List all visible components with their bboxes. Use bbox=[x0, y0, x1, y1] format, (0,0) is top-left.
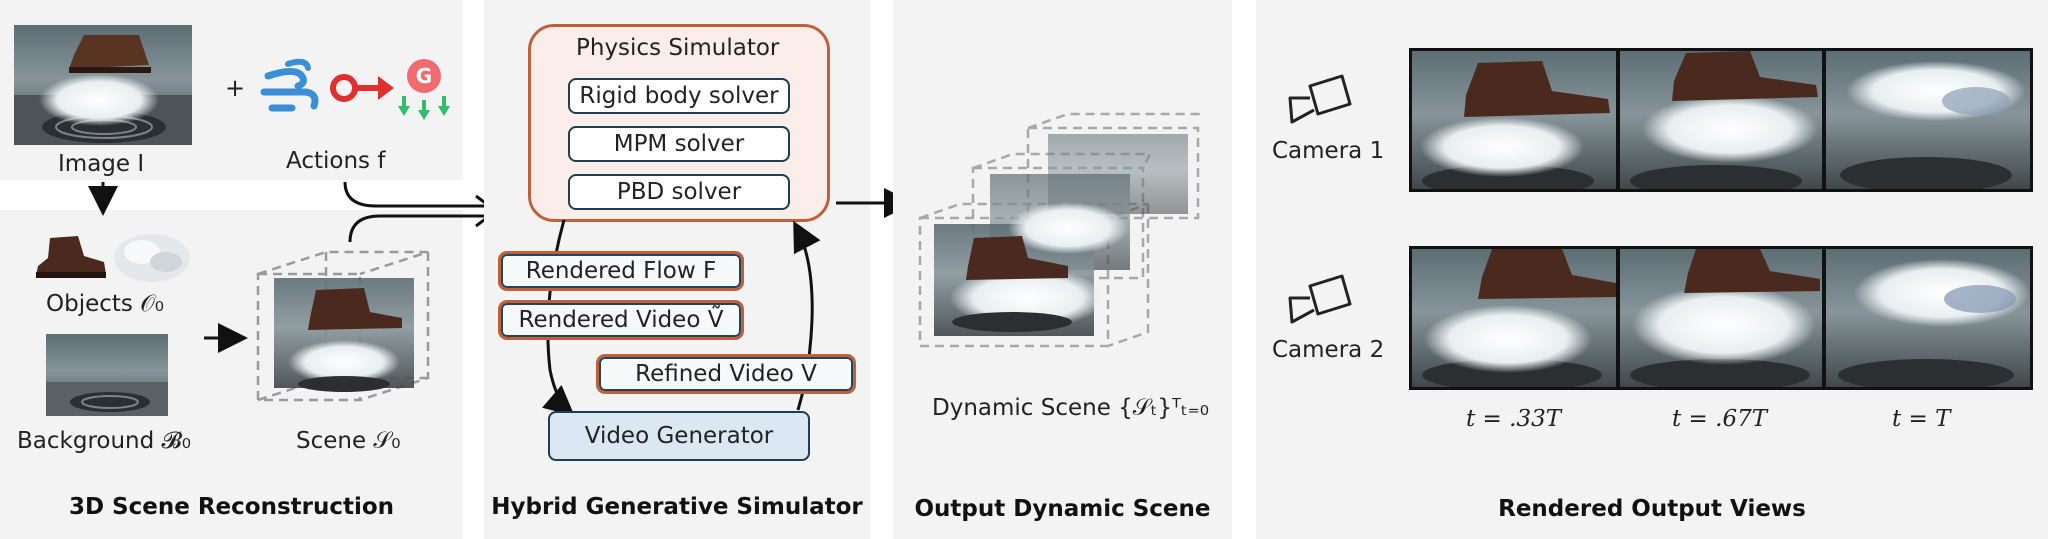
dynamic-scene-label: Dynamic Scene {𝒮ₜ}ᵀₜ₌₀ bbox=[932, 395, 1210, 421]
rigid-body-solver: Rigid body solver bbox=[568, 78, 790, 114]
image-down-arrow bbox=[88, 182, 118, 216]
cam1-frame-tT bbox=[1823, 48, 2033, 192]
views-title: Rendered Output Views bbox=[1498, 496, 1806, 522]
refined-video-box: Refined Video V bbox=[596, 354, 856, 394]
rendered-flow-box: Rendered Flow F bbox=[498, 251, 744, 291]
rendered-video-box: Rendered Video Ṽ bbox=[498, 300, 744, 340]
dynamic-scene-cubes bbox=[918, 112, 1204, 348]
camera-1-icon bbox=[1288, 74, 1352, 124]
actions-label: Actions f bbox=[286, 148, 386, 174]
sim-title: Physics Simulator bbox=[576, 35, 780, 61]
objects-label: Objects 𝒪₀ bbox=[46, 291, 164, 317]
time-label-3: t = T bbox=[1892, 406, 1951, 432]
camera-2-label: Camera 2 bbox=[1272, 337, 1385, 363]
camera-1-label: Camera 1 bbox=[1272, 138, 1385, 164]
cam2-frame-t067 bbox=[1617, 246, 1825, 390]
input-image bbox=[14, 25, 192, 145]
hybrid-title: Hybrid Generative Simulator bbox=[491, 494, 863, 520]
recon-title: 3D Scene Reconstruction bbox=[68, 494, 395, 520]
actions-to-sim-arrows bbox=[343, 181, 499, 243]
plus-sign: + bbox=[225, 74, 246, 102]
output-title: Output Dynamic Scene bbox=[914, 496, 1211, 522]
smoke-object bbox=[114, 234, 190, 282]
background-image bbox=[46, 334, 168, 416]
cam1-frame-t067 bbox=[1617, 48, 1825, 192]
gravity-icon: G bbox=[398, 59, 450, 120]
video-generator-box: Video Generator bbox=[548, 411, 810, 461]
to-scene-arrow bbox=[204, 323, 248, 353]
svg-text:G: G bbox=[416, 64, 432, 88]
cam2-frame-t033 bbox=[1409, 246, 1619, 390]
pbd-solver: PBD solver bbox=[568, 174, 790, 210]
background-label: Background 𝓑₀ bbox=[17, 428, 192, 454]
scene-cube bbox=[256, 250, 430, 402]
cam2-frame-tT bbox=[1823, 246, 2033, 390]
image-label: Image I bbox=[58, 151, 145, 177]
camera-2-icon bbox=[1288, 274, 1352, 324]
shoe-object bbox=[36, 236, 106, 278]
time-label-1: t = .33T bbox=[1466, 406, 1562, 432]
wind-icon bbox=[260, 58, 319, 112]
time-label-2: t = .67T bbox=[1672, 406, 1768, 432]
cam1-frame-t033 bbox=[1409, 48, 1619, 192]
scene-label: Scene 𝒮₀ bbox=[296, 428, 401, 454]
force-arrow-icon bbox=[330, 74, 394, 102]
mpm-solver: MPM solver bbox=[568, 126, 790, 162]
